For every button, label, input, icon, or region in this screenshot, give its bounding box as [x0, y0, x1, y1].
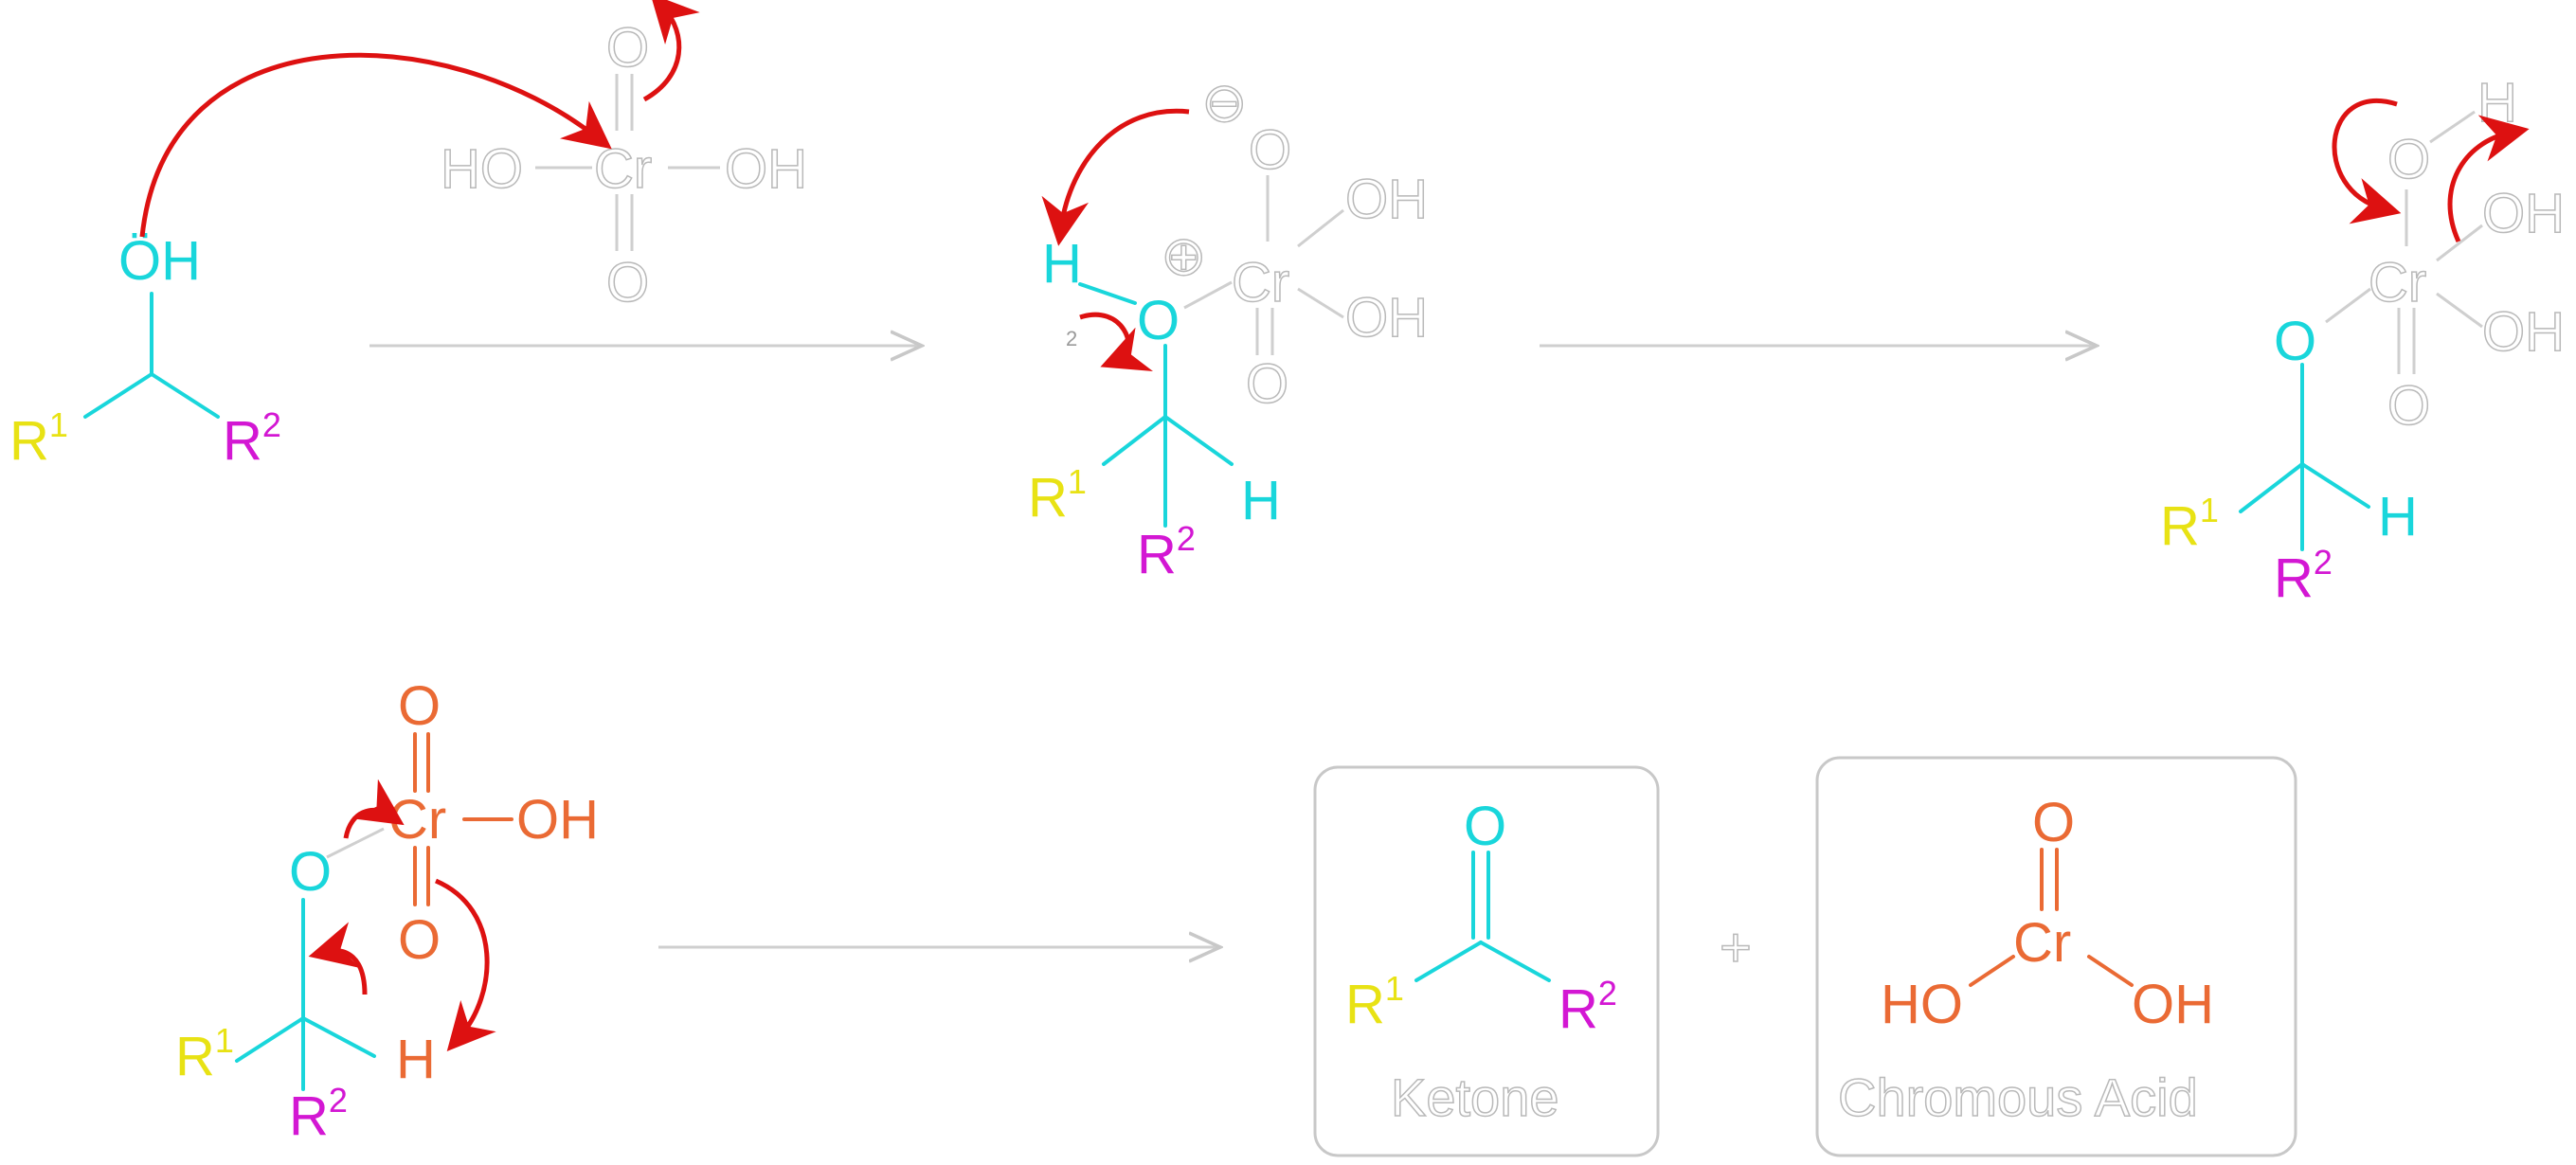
cr-oh-label-4: OH — [516, 789, 599, 851]
deprotonation-arrow — [1041, 108, 1190, 246]
oh-upper-3: OH — [2482, 183, 2565, 244]
r2-label: R2 — [223, 405, 281, 472]
c-r1-bond-4 — [235, 1016, 305, 1063]
cr-label-3: Cr — [2369, 252, 2426, 314]
chromous-acid-box — [1815, 756, 2297, 1157]
chromic-acid-reagent: HO Cr OH O O — [440, 16, 808, 314]
r1-label: R1 — [9, 405, 68, 472]
c-r1-bond-2 — [1102, 415, 1167, 466]
positive-charge: ⊕ — [1161, 225, 1207, 287]
ketone-c-r1 — [1414, 941, 1483, 982]
reagent-ho-label: HO — [441, 138, 523, 200]
acid-cr-label: Cr — [2013, 912, 2071, 974]
cr-to-h-arrow — [435, 878, 496, 1051]
r2-label-4: R2 — [289, 1081, 348, 1147]
cr-label-2: Cr — [1232, 252, 1289, 314]
ketone-caption: Ketone — [1391, 1067, 1559, 1127]
pi-bond-arrow — [642, 0, 700, 102]
attack-arrow — [139, 52, 612, 238]
ketone-box — [1313, 765, 1660, 1157]
cr-oh-lower-bond-3 — [2436, 292, 2483, 329]
oh-lower-3: OH — [2482, 301, 2565, 363]
cr-oh-upper-bond — [1297, 208, 1344, 248]
o-minus-label: O — [1249, 119, 1291, 181]
c-r2-bond — [150, 372, 220, 419]
r1-label-2: R1 — [1028, 462, 1087, 529]
cr-o-top-label: O — [398, 675, 441, 737]
cr-oh-lower-bond — [1297, 287, 1344, 319]
acid-oh-label: OH — [2132, 974, 2214, 1035]
ketone-r1-label: R1 — [1345, 969, 1404, 1035]
o-cr-bond-2 — [1183, 280, 1233, 310]
r1-label-3: R1 — [2160, 491, 2219, 557]
cr-oh-upper-bond-3 — [2436, 224, 2483, 262]
h-o-bond — [1078, 282, 1137, 305]
c-h-bond-2 — [1163, 415, 1234, 466]
ester-c-r1-bond — [2239, 462, 2304, 513]
r2-label-2: R2 — [1137, 519, 1196, 585]
r1-label-4: R1 — [175, 1021, 234, 1087]
oh-o-label-3: O — [2387, 129, 2430, 190]
oh-upper-2: OH — [1345, 169, 1428, 230]
cr-o-arrow — [343, 779, 405, 839]
alpha-h-label-3: H — [2378, 486, 2418, 547]
elimination-intermediate: O Cr OH O O R1 H R2 — [175, 675, 599, 1147]
small-index: 2 — [1066, 327, 1077, 350]
o-double-label-2: O — [1246, 353, 1288, 415]
ketone-r2-label: R2 — [1558, 974, 1617, 1040]
acid-o-label: O — [2032, 792, 2075, 853]
oh-h-label-3: H — [2477, 72, 2517, 134]
oxonium-intermediate: H O R1 H R2 ⊕ 2 Cr O ⊖ OH OH O — [1028, 71, 1429, 585]
reagent-oh-label: OH — [725, 138, 807, 200]
hydroxyl-label: ÖH — [118, 230, 201, 292]
c-h-bond-4 — [301, 1016, 376, 1058]
oh-lone-pair-arrow — [2447, 115, 2530, 243]
reagent-o-bottom: O — [606, 252, 649, 314]
proton-label: H — [1042, 233, 1082, 295]
oh-lower-2: OH — [1345, 287, 1428, 349]
proton-transfer-arrow — [2332, 99, 2402, 224]
o-cr-bond-3 — [2325, 287, 2371, 324]
chromate-ester: O R1 H R2 Cr O H OH OH O — [2160, 71, 2566, 609]
reagent-cr-label: Cr — [594, 138, 652, 200]
acid-cr-oh — [2087, 955, 2134, 987]
reagent-o-top: O — [606, 17, 649, 79]
acid-caption: Chromous Acid — [1838, 1067, 2198, 1127]
alcohol-reactant: ÖH R1 R2 — [9, 230, 281, 472]
c-r1-bond — [83, 372, 153, 419]
o-double-label-3: O — [2387, 375, 2430, 437]
ketone-o-label: O — [1464, 796, 1506, 857]
oxonium-o-label: O — [1137, 290, 1180, 351]
plus-sign: + — [1720, 917, 1752, 978]
ester-o-label: O — [2274, 311, 2316, 372]
alpha-h-label-2: H — [1241, 470, 1281, 531]
ch-bond-arrow — [308, 922, 368, 995]
ester-c-h-bond — [2300, 462, 2370, 509]
oh-bond-arrow — [1079, 312, 1154, 371]
acid-ho-label: HO — [1881, 974, 1963, 1035]
acid-cr-ho — [1969, 955, 2015, 987]
cr-o-bottom-label: O — [398, 909, 441, 971]
o-cr-bond-4 — [326, 827, 385, 859]
o-h-bond-3 — [2429, 110, 2476, 144]
r2-label-3: R2 — [2274, 543, 2333, 609]
ketone-product: O R1 R2 Ketone — [1313, 765, 1660, 1157]
cr-label-4: Cr — [388, 789, 446, 851]
alpha-h-label-4: H — [396, 1029, 436, 1090]
ketone-c-r2 — [1479, 941, 1551, 982]
chromous-acid-product: O Cr HO OH Chromous Acid — [1815, 756, 2297, 1157]
ester-o-label-4: O — [289, 841, 332, 903]
negative-charge: ⊖ — [1201, 72, 1248, 134]
